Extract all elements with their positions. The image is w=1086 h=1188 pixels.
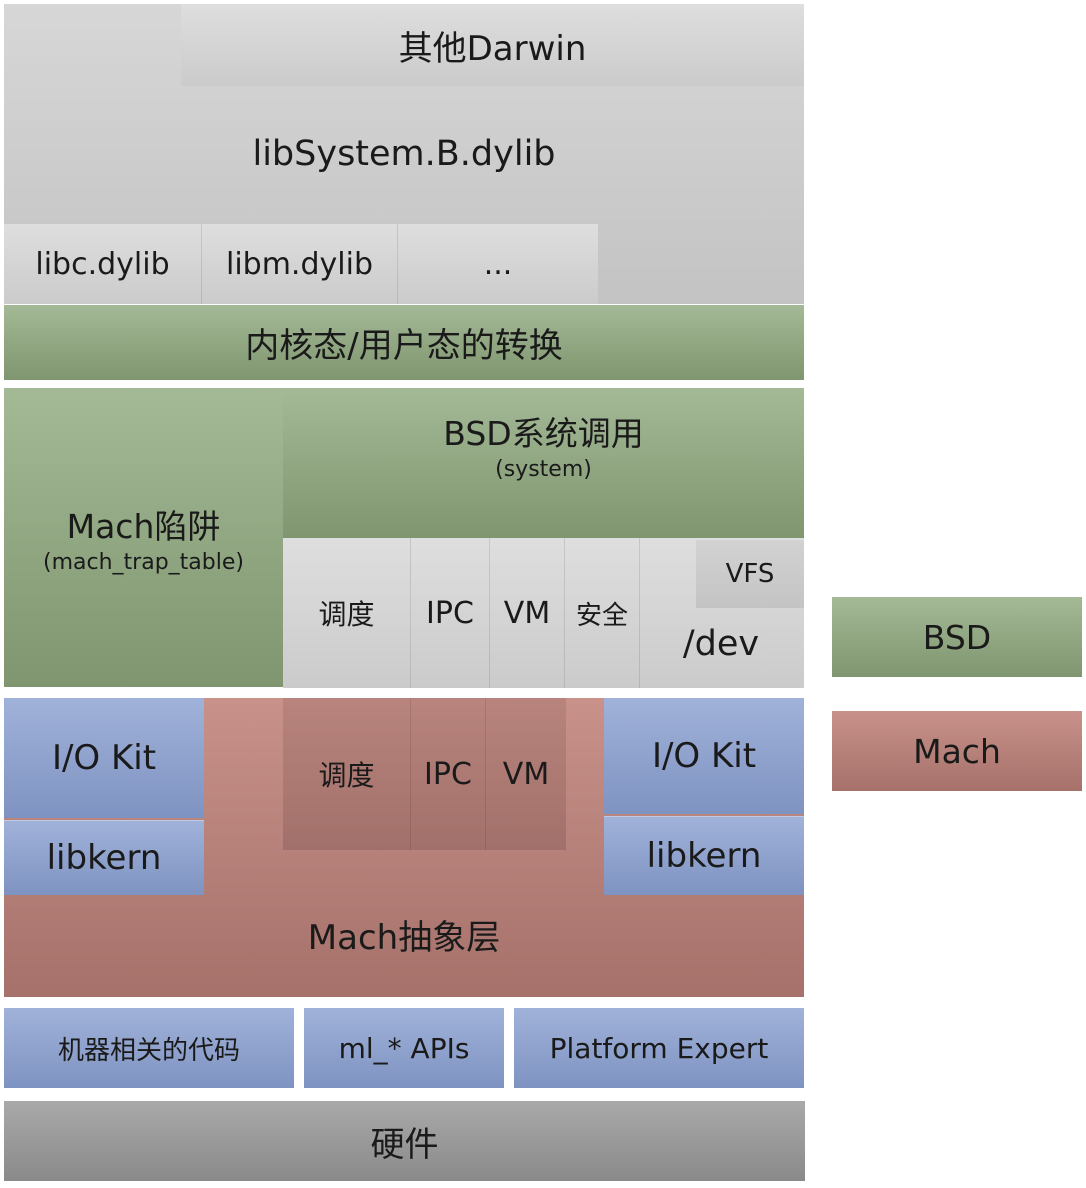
mach-trap-block: Mach陷阱 (mach_trap_table) [4, 388, 283, 687]
iokit-right-block: I/O Kit [604, 698, 804, 814]
bsd-syscall-block: BSD系统调用 (system) [283, 388, 804, 538]
mach-ipc-label: IPC [424, 756, 472, 792]
libkern-right-label: libkern [646, 836, 762, 876]
mach-sched-block: 调度 [283, 698, 411, 850]
bsd-vfs-label: VFS [725, 559, 775, 589]
libm-label: libm.dylib [226, 246, 373, 282]
bsd-ipc-block: IPC [411, 538, 490, 688]
platform-expert-block: Platform Expert [514, 1008, 804, 1088]
iokit-right-label: I/O Kit [651, 736, 757, 776]
iokit-left-label: I/O Kit [51, 738, 157, 778]
legend-bsd-label: BSD [922, 617, 992, 657]
bsd-vm-block: VM [490, 538, 565, 688]
transition-label: 内核态/用户态的转换 [245, 326, 563, 366]
libsystem-label: libSystem.B.dylib [252, 134, 556, 174]
more-libs-block: ... [398, 224, 598, 304]
hardware-label: 硬件 [370, 1124, 439, 1165]
bsd-sched-block: 调度 [283, 538, 411, 688]
mach-abstraction-label: Mach抽象层 [307, 917, 501, 958]
machine-code-block: 机器相关的代码 [4, 1008, 294, 1088]
libc-block: libc.dylib [4, 224, 202, 304]
other-darwin-block: 其他Darwin [181, 4, 804, 86]
bsd-security-block: 安全 [565, 538, 640, 688]
ml-apis-block: ml_* APIs [304, 1008, 504, 1088]
mach-trap-label: Mach陷阱 [66, 507, 221, 546]
iokit-left-block: I/O Kit [4, 698, 204, 818]
mach-vm-label: VM [502, 756, 550, 792]
legend-mach-label: Mach [913, 731, 1001, 771]
mach-sched-label: 调度 [318, 759, 375, 792]
bsd-syscall-label: BSD系统调用 [443, 413, 644, 453]
libkern-left-label: libkern [46, 838, 162, 878]
libm-block: libm.dylib [202, 224, 398, 304]
mach-vm-block: VM [486, 698, 566, 850]
libc-label: libc.dylib [35, 246, 170, 282]
hardware-block: 硬件 [4, 1101, 805, 1181]
bsd-security-label: 安全 [575, 600, 628, 631]
ml-apis-label: ml_* APIs [338, 1031, 470, 1065]
bsd-dev-label: /dev [682, 624, 760, 664]
legend-bsd: BSD [832, 597, 1082, 677]
kernel-user-transition: 内核态/用户态的转换 [4, 305, 804, 380]
other-darwin-label: 其他Darwin [398, 28, 587, 69]
bsd-vfs-block: VFS [696, 540, 804, 608]
mach-abstraction-block: Mach抽象层 [4, 900, 804, 968]
bsd-ipc-label: IPC [426, 595, 474, 631]
libkern-right-block: libkern [604, 816, 804, 895]
machine-code-label: 机器相关的代码 [57, 1035, 240, 1066]
more-libs-label: ... [483, 246, 513, 282]
bsd-syscall-sublabel: (system) [495, 456, 592, 482]
bsd-vm-label: VM [503, 595, 551, 631]
platform-expert-label: Platform Expert [549, 1031, 769, 1065]
mach-ipc-block: IPC [411, 698, 486, 850]
mach-trap-sublabel: (mach_trap_table) [43, 550, 244, 575]
bsd-sched-label: 调度 [318, 598, 375, 631]
legend-mach: Mach [832, 711, 1082, 791]
libsystem-block: libSystem.B.dylib [4, 118, 804, 190]
libkern-left-block: libkern [4, 820, 204, 895]
